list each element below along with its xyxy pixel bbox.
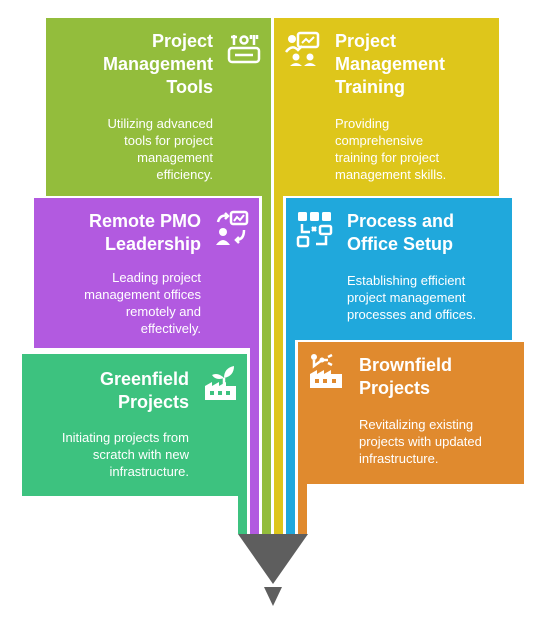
- title-line: Greenfield: [99, 369, 189, 389]
- card-greenfield-projects: Greenfield Projects Initiating projects …: [22, 354, 247, 496]
- card-title: Brownfield Projects: [359, 354, 452, 400]
- desc-line: management skills.: [335, 167, 447, 182]
- desc-line: infrastructure.: [109, 464, 189, 479]
- desc-line: Leading project: [112, 270, 201, 285]
- title-line: Process and: [347, 211, 455, 231]
- title-line: Projects: [359, 378, 431, 398]
- factory-sprout-icon: [202, 364, 240, 402]
- title-line: Management: [102, 54, 213, 74]
- card-project-management-tools: Project Management Tools Utilizing advan…: [46, 18, 271, 196]
- desc-line: Initiating projects from: [61, 430, 189, 445]
- desc-line: Utilizing advanced: [107, 116, 213, 131]
- title-line: Remote PMO: [88, 211, 201, 231]
- title-line: Project: [335, 31, 397, 51]
- card-title: Project Management Tools: [103, 30, 213, 99]
- desc-line: effectively.: [140, 321, 201, 336]
- title-line: Projects: [117, 392, 189, 412]
- factory-robot-arm-icon: [308, 352, 346, 390]
- toolbox-icon: [226, 32, 262, 66]
- process-flow-icon: [296, 210, 334, 248]
- desc-line: management offices: [84, 287, 201, 302]
- card-title: Remote PMO Leadership: [89, 210, 201, 256]
- title-line: Office Setup: [347, 234, 454, 254]
- title-line: Management: [335, 54, 446, 74]
- card-title: Greenfield Projects: [100, 368, 189, 414]
- desc-line: tools for project: [124, 133, 213, 148]
- desc-line: management: [137, 150, 213, 165]
- presentation-training-icon: [284, 30, 322, 66]
- funnel-tip: [238, 534, 308, 606]
- desc-line: Revitalizing existing: [359, 417, 474, 432]
- title-line: Brownfield: [359, 355, 452, 375]
- desc-line: projects with updated: [359, 434, 482, 449]
- desc-line: comprehensive: [335, 133, 424, 148]
- stripe-orange: [298, 478, 307, 534]
- title-line: Project: [151, 31, 213, 51]
- card-remote-pmo-leadership: Remote PMO Leadership Leading project ma…: [34, 198, 259, 348]
- title-line: Training: [335, 77, 406, 97]
- desc-line: project management: [347, 290, 466, 305]
- stripe-yellow: [274, 190, 283, 534]
- desc-line: training for project: [335, 150, 440, 165]
- desc-line: efficiency.: [156, 167, 213, 182]
- card-brownfield-projects: Brownfield Projects Revitalizing existin…: [298, 342, 524, 484]
- title-line: Tools: [166, 77, 213, 97]
- desc-line: remotely and: [125, 304, 201, 319]
- desc-line: infrastructure.: [359, 451, 439, 466]
- card-description: Establishing efficient project managemen…: [347, 272, 476, 323]
- desc-line: Establishing efficient: [347, 273, 466, 288]
- stripe-purple: [250, 340, 259, 534]
- card-title: Process and Office Setup: [347, 210, 454, 256]
- title-line: Leadership: [104, 234, 201, 254]
- card-description: Providing comprehensive training for pro…: [335, 115, 446, 183]
- card-project-management-training: Project Management Training Providing co…: [274, 18, 499, 196]
- card-description: Revitalizing existing projects with upda…: [359, 416, 482, 467]
- stripe-teal-green: [238, 490, 247, 534]
- card-description: Leading project management offices remot…: [84, 269, 201, 337]
- card-process-office-setup: Process and Office Setup Establishing ef…: [286, 198, 512, 340]
- desc-line: Providing: [335, 116, 390, 131]
- remote-leader-icon: [214, 210, 250, 246]
- card-title: Project Management Training: [335, 30, 445, 99]
- desc-line: processes and offices.: [347, 307, 477, 322]
- card-description: Initiating projects from scratch with ne…: [62, 429, 189, 480]
- stripe-blue: [286, 336, 295, 534]
- card-description: Utilizing advanced tools for project man…: [107, 115, 213, 183]
- desc-line: scratch with new: [92, 447, 189, 462]
- stripe-green-olive: [262, 190, 271, 534]
